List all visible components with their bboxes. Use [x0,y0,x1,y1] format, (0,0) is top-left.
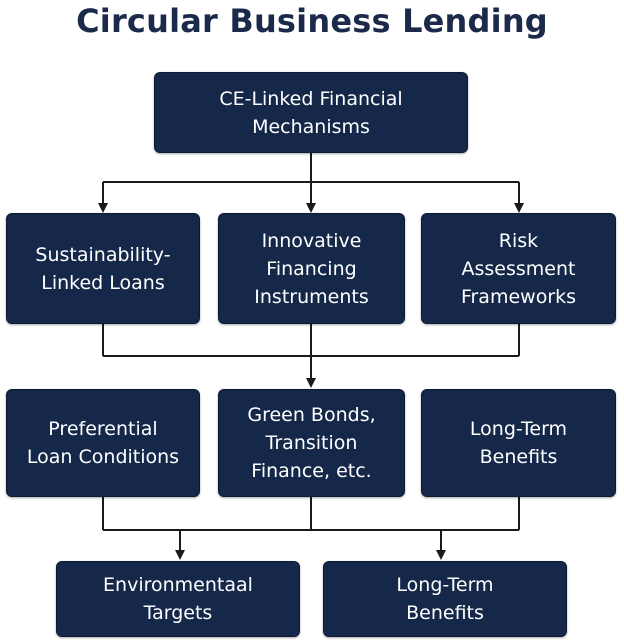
node-label: Innovative Financing Instruments [254,229,369,308]
node-label: CE-Linked Financial Mechanisms [219,87,403,138]
node-label: Green Bonds, Transition Finance, etc. [247,404,376,482]
diagram-title: Circular Business Lending [76,2,548,40]
node-innovative-financing-instruments: Innovative Financing Instruments [218,213,405,324]
node-environmental-targets: Environmentaal Targets [56,561,300,637]
node-label: Environmentaal Targets [103,574,253,624]
node-green-bonds-transition-finance: Green Bonds, Transition Finance, etc. [218,389,405,497]
node-long-term-benefits-row3: Long-Term Benefits [323,561,567,637]
node-label: Long-Term Benefits [396,574,494,624]
node-label: Long-Term Benefits [469,418,568,468]
node-label: Risk Assessment Frameworks [460,229,577,308]
node-label: Preferential Loan Conditions [26,418,180,468]
node-risk-assessment-frameworks: Risk Assessment Frameworks [421,213,616,324]
node-sustainability-linked-loans: Sustainability- Linked Loans [6,213,200,324]
node-ce-linked-financial-mechanisms: CE-Linked Financial Mechanisms [154,72,468,153]
node-label: Sustainability- Linked Loans [35,243,171,294]
node-long-term-benefits-row2: Long-Term Benefits [421,389,616,497]
node-preferential-loan-conditions: Preferential Loan Conditions [6,389,200,497]
